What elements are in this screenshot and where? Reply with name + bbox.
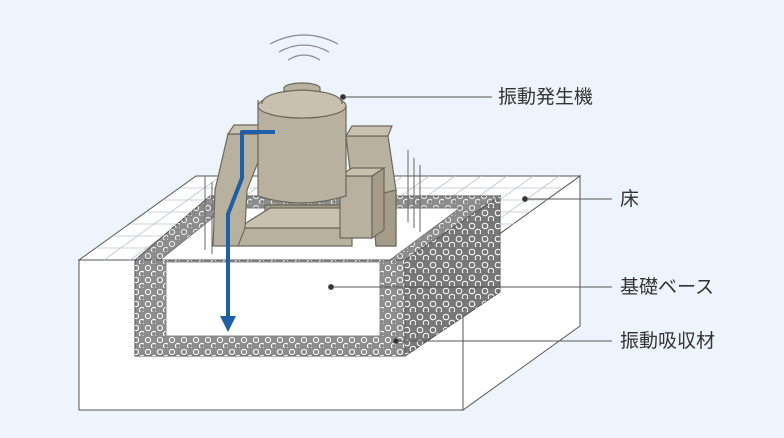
label-vibration-absorber: 振動吸収材 bbox=[620, 330, 716, 352]
machine-drum bbox=[257, 105, 347, 204]
vibration-waves-icon bbox=[269, 34, 339, 61]
machine-base-bar bbox=[237, 227, 353, 247]
label-vibration-generator: 振動発生機 bbox=[498, 86, 594, 108]
vibration-generator bbox=[212, 82, 397, 247]
label-foundation-base: 基礎ベース bbox=[620, 276, 715, 298]
foundation-base bbox=[165, 261, 381, 337]
label-floor: 床 bbox=[620, 188, 640, 210]
anchor-rods bbox=[204, 150, 421, 254]
leader-lines bbox=[328, 94, 612, 344]
vibration-path-arrow bbox=[220, 130, 275, 332]
